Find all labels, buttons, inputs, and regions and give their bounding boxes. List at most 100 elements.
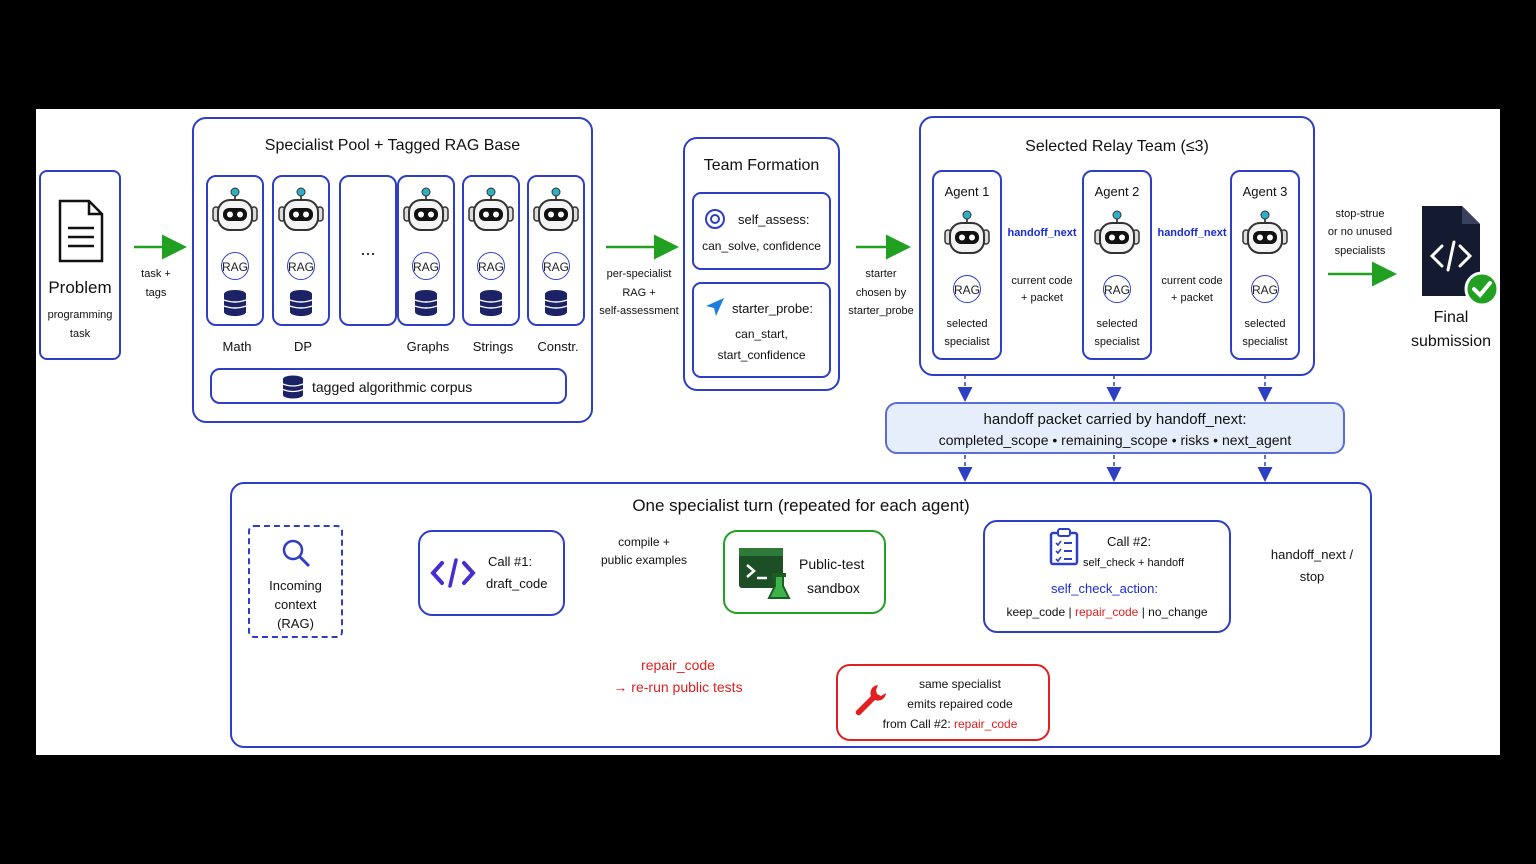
handoff-label-1: handoff_next xyxy=(1007,227,1077,239)
label-stop-2: or no unused xyxy=(1327,226,1393,238)
out-line-1: handoff_next / xyxy=(1270,547,1354,562)
action-repair: repair_code xyxy=(1074,605,1139,619)
specialist-label: specialist xyxy=(1242,336,1288,348)
handoff-packet-bar: handoff packet carried by handoff_next: … xyxy=(885,402,1345,454)
call2-line-1: Call #2: xyxy=(1107,534,1152,549)
specialist-name: Graphs xyxy=(406,339,450,354)
rag-badge: RAG xyxy=(287,252,315,280)
turn-title: One specialist turn (repeated for each a… xyxy=(632,496,970,515)
call2-line-3: self_check_action: xyxy=(1051,581,1158,596)
incoming-context-box: Incoming context (RAG) xyxy=(248,525,343,638)
robot-icon xyxy=(210,187,260,240)
robot-icon xyxy=(276,187,326,240)
corpus-bar: tagged algorithmic corpus xyxy=(210,368,567,404)
database-icon xyxy=(544,289,568,322)
label-starter-2: chosen by xyxy=(855,287,907,299)
starter-probe-line-3: start_confidence xyxy=(717,348,806,362)
search-icon xyxy=(282,539,311,568)
current-code-label-1a: current code xyxy=(1011,275,1073,287)
call2-line-2: self_check + handoff xyxy=(1083,557,1185,569)
action-sep-1: | xyxy=(1068,605,1072,619)
label-task-tags-1: task + xyxy=(141,268,171,280)
rag-badge: RAG xyxy=(1103,275,1131,303)
starter-probe-line-1: starter_probe: xyxy=(732,301,813,316)
current-code-label-2a: current code xyxy=(1161,275,1223,287)
database-icon xyxy=(414,289,438,322)
call2-actions: keep_code | repair_code | no_change xyxy=(985,605,1229,619)
specialist-label: specialist xyxy=(1094,336,1140,348)
specialist-name: Constr. xyxy=(537,339,579,354)
label-per-specialist-2: RAG + xyxy=(622,287,656,299)
robot-icon xyxy=(466,187,516,240)
final-line-1: Final xyxy=(1433,309,1469,326)
document-icon xyxy=(58,199,104,263)
robot-icon xyxy=(1092,210,1142,263)
agent-name: Agent 1 xyxy=(944,184,990,199)
same-line-2: emits repaired code xyxy=(907,697,1013,711)
ellipsis: ... xyxy=(360,239,376,259)
code-icon xyxy=(430,558,476,588)
action-nochange: no_change xyxy=(1148,605,1208,619)
label-per-specialist-1: per-specialist xyxy=(606,268,672,280)
rag-badge: RAG xyxy=(412,252,440,280)
call1-box: Call #1: draft_code xyxy=(418,530,565,616)
label-starter-3: starter_probe xyxy=(848,305,914,317)
agent-card: Agent 1 RAG selected specialist xyxy=(932,170,1002,360)
call1-line-1: Call #1: xyxy=(488,554,533,569)
specialist-card: RAG Constr. xyxy=(527,175,585,354)
selected-label: selected xyxy=(1244,318,1286,330)
call1-line-2: draft_code xyxy=(486,576,548,591)
rag-badge: RAG xyxy=(953,275,981,303)
out-line-2: stop xyxy=(1299,569,1325,584)
specialist-name: Math xyxy=(222,339,252,354)
specialist-label: specialist xyxy=(944,336,990,348)
action-keep: keep_code xyxy=(1006,605,1066,619)
incoming-line-1: Incoming xyxy=(269,578,322,593)
final-line-2: submission xyxy=(1410,333,1492,350)
sandbox-line-1: Public-test xyxy=(799,556,865,572)
label-stop-1: stop-strue xyxy=(1335,208,1385,220)
team-formation-title: Team Formation xyxy=(703,157,820,174)
packet-line-1: handoff packet carried by handoff_next: xyxy=(983,411,1247,428)
target-icon xyxy=(705,209,725,229)
selected-label: selected xyxy=(946,318,988,330)
problem-title: Problem xyxy=(48,278,112,297)
label-stop-3: specialists xyxy=(1334,245,1386,257)
rag-badge: RAG xyxy=(1251,275,1279,303)
label-starter-1: starter xyxy=(865,268,897,280)
rag-badge: RAG xyxy=(542,252,570,280)
robot-icon xyxy=(531,187,581,240)
self-assess-card: self_assess: can_solve, confidence xyxy=(692,192,831,270)
robot-icon xyxy=(942,210,992,263)
agent-name: Agent 3 xyxy=(1242,184,1288,199)
agent-name: Agent 2 xyxy=(1094,184,1140,199)
selected-label: selected xyxy=(1096,318,1138,330)
problem-subtitle-2: task xyxy=(69,328,91,340)
sandbox-line-2: sandbox xyxy=(807,580,860,596)
check-icon xyxy=(1464,271,1500,307)
repair-label-2: → re-run public tests xyxy=(613,679,743,695)
compile-line-1: compile + xyxy=(618,535,670,549)
database-icon xyxy=(479,289,503,322)
problem-subtitle-1: programming xyxy=(47,309,113,321)
repair-label-1: repair_code xyxy=(641,657,715,673)
same-line-3b: repair_code xyxy=(954,717,1018,731)
agent-card: Agent 3 RAG selected specialist xyxy=(1230,170,1300,360)
wrench-icon xyxy=(855,685,886,716)
robot-icon xyxy=(1240,210,1290,263)
database-icon xyxy=(223,289,247,322)
specialist-name: Strings xyxy=(472,339,514,354)
self-assess-line-2: can_solve, confidence xyxy=(702,239,821,253)
starter-probe-card: starter_probe: can_start, start_confiden… xyxy=(692,282,831,378)
current-code-label-2b: + packet xyxy=(1171,292,1213,304)
same-line-3a: from Call #2: xyxy=(882,717,951,731)
compile-line-2: public examples xyxy=(600,553,688,567)
relay-title: Selected Relay Team (≤3) xyxy=(1025,138,1209,155)
self-assess-line-1: self_assess: xyxy=(738,212,810,227)
starter-probe-line-2: can_start, xyxy=(735,327,788,341)
label-task-tags-2: tags xyxy=(145,287,167,299)
incoming-line-3: (RAG) xyxy=(277,616,314,631)
code-file-icon xyxy=(1422,206,1480,296)
